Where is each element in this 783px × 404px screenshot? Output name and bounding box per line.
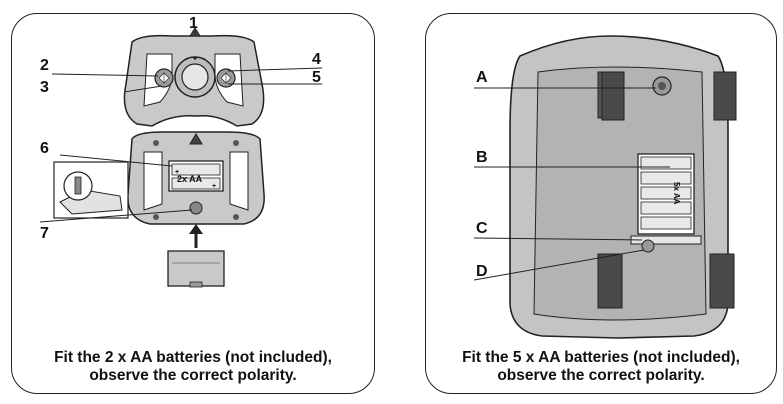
leader-lines-bottom — [39, 154, 193, 223]
label-D: D — [476, 263, 488, 280]
left-caption: Fit the 2 x AA batteries (not included),… — [12, 349, 374, 385]
label-3: 3 — [40, 79, 49, 96]
controller-front-view — [123, 27, 265, 127]
svg-text:+: + — [175, 169, 179, 176]
controller-back-view: + + — [127, 131, 265, 225]
label-1: 1 — [189, 15, 198, 32]
label-2: 2 — [40, 57, 49, 74]
battery-2xaa-text: 2x AA — [177, 174, 203, 184]
label-A: A — [476, 69, 488, 86]
left-caption-line2: observe the correct polarity. — [89, 367, 297, 384]
left-caption-line1: Fit the 2 x AA batteries (not included), — [54, 349, 332, 366]
wheels — [597, 71, 737, 309]
right-caption: Fit the 5 x AA batteries (not included),… — [426, 349, 776, 385]
screwdriver-inset — [53, 161, 129, 219]
right-caption-line2: observe the correct polarity. — [497, 367, 705, 384]
leader-lines-top — [51, 30, 323, 93]
car-underside-panel: 5x AA A B C D Fit the 5 x AA batteries (… — [425, 13, 777, 394]
label-C: C — [476, 220, 488, 237]
battery-cover — [167, 224, 225, 288]
svg-text:+: + — [212, 183, 216, 190]
car-body — [509, 35, 729, 339]
label-5: 5 — [312, 69, 321, 86]
remote-control-illustration: 1 2 3 4 5 + + 2x AA — [39, 15, 323, 288]
remote-control-panel: 1 2 3 4 5 + + 2x AA — [11, 13, 375, 394]
right-caption-line1: Fit the 5 x AA batteries (not included), — [462, 349, 740, 366]
battery-compartment — [637, 153, 695, 235]
leader-lines-right — [473, 87, 670, 281]
power-switch — [652, 76, 672, 96]
label-4: 4 — [312, 51, 321, 68]
car-underside-illustration: 5x AA A B C D — [473, 35, 737, 339]
label-B: B — [476, 149, 488, 166]
label-7: 7 — [40, 225, 49, 242]
battery-5xaa-text: 5x AA — [672, 182, 681, 205]
label-6: 6 — [40, 140, 49, 157]
